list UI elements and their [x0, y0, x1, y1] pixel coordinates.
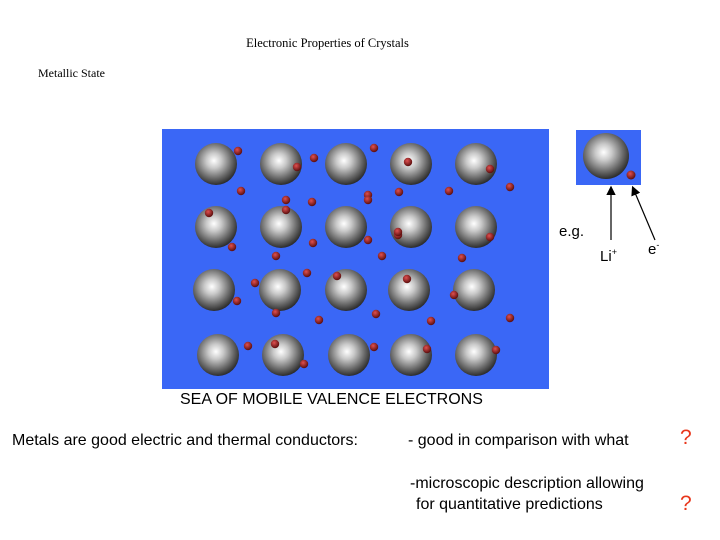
metal-ion [455, 334, 497, 376]
conductor-statement: Metals are good electric and thermal con… [12, 432, 358, 449]
valence-electron [422, 344, 432, 354]
valence-electron [281, 195, 291, 205]
metal-ion [260, 143, 302, 185]
question-mark: ? [680, 492, 692, 515]
metal-ion [193, 269, 235, 311]
description-note-line2: for quantitative predictions [416, 496, 603, 513]
valence-electron [626, 170, 636, 180]
electron-label: e- [648, 240, 660, 258]
metal-ion [388, 269, 430, 311]
metal-ion [328, 334, 370, 376]
valence-electron [232, 296, 242, 306]
valence-electron [292, 162, 302, 172]
metal-ion [325, 269, 367, 311]
metal-ion [262, 334, 304, 376]
valence-electron [491, 345, 501, 355]
valence-electron [393, 227, 403, 237]
valence-electron [227, 242, 237, 252]
valence-electron [204, 208, 214, 218]
slide-subtitle: Metallic State [38, 66, 105, 80]
metal-ion [390, 206, 432, 248]
metal-ion [325, 206, 367, 248]
valence-electron [250, 278, 260, 288]
valence-electron [332, 271, 342, 281]
valence-electron [299, 359, 309, 369]
valence-electron [236, 186, 246, 196]
metal-ion [259, 269, 301, 311]
metal-ion [325, 143, 367, 185]
metal-ion [453, 269, 495, 311]
valence-electron [403, 157, 413, 167]
metal-ion [455, 206, 497, 248]
valence-electron [394, 187, 404, 197]
slide-title: Electronic Properties of Crystals [246, 36, 409, 50]
valence-electron [449, 290, 459, 300]
valence-electron [371, 309, 381, 319]
valence-electron [271, 308, 281, 318]
valence-electron [243, 341, 253, 351]
li-ion-label: Li+ [600, 247, 617, 265]
valence-electron [444, 186, 454, 196]
comparison-note: - good in comparison with what [408, 432, 629, 449]
inset-drawing [583, 133, 636, 180]
valence-electron [426, 316, 436, 326]
valence-electron [457, 253, 467, 263]
lithium-example-inset [576, 130, 641, 185]
valence-electron [308, 238, 318, 248]
valence-electron [485, 164, 495, 174]
valence-electron [369, 342, 379, 352]
metal-ion [195, 143, 237, 185]
valence-electron [505, 182, 515, 192]
description-note-line1: -microscopic description allowing [410, 475, 644, 492]
valence-electron [363, 195, 373, 205]
question-mark: ? [680, 426, 692, 449]
valence-electron [485, 232, 495, 242]
metal-ion [260, 206, 302, 248]
valence-electron [307, 197, 317, 207]
valence-electron [505, 313, 515, 323]
valence-electron [309, 153, 319, 163]
valence-electron [270, 339, 280, 349]
valence-electron [402, 274, 412, 284]
metal-ion [455, 143, 497, 185]
metal-ion [390, 334, 432, 376]
electron-arrow [631, 185, 656, 241]
valence-electron [363, 235, 373, 245]
metal-lattice-illustration [162, 129, 549, 389]
valence-electron [233, 146, 243, 156]
valence-electron [302, 268, 312, 278]
valence-electron [369, 143, 379, 153]
valence-electron [314, 315, 324, 325]
figure-caption: SEA OF MOBILE VALENCE ELECTRONS [180, 391, 483, 408]
li-ion [583, 133, 629, 179]
lattice-drawing [193, 143, 515, 376]
metal-ion [195, 206, 237, 248]
example-label: e.g. [559, 223, 585, 240]
valence-electron [271, 251, 281, 261]
valence-electron [377, 251, 387, 261]
valence-electron [281, 205, 291, 215]
metal-ion [197, 334, 239, 376]
